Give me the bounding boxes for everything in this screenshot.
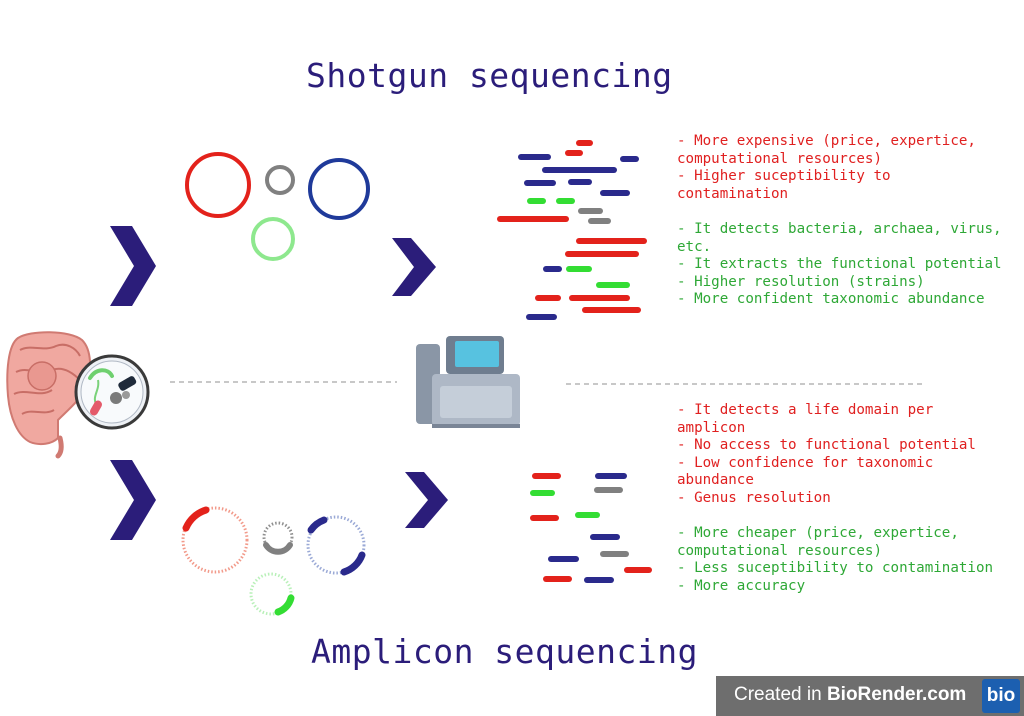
note-item: - Genus resolution (677, 489, 831, 506)
badge-text: Created in BioRender.com (734, 684, 966, 706)
note-item: - No access to functional potential (677, 437, 976, 454)
note-item: - Higher resolution (strains) (677, 273, 925, 290)
note-item: - More accuracy (677, 577, 806, 594)
note-item: - It detects bacteria, archaea, virus, e… (677, 220, 1002, 255)
amplicon-reads (530, 473, 652, 583)
note-item: - Low confidence for taxonomic abundance (677, 454, 934, 489)
amplicon-notes: - It detects a life domain per amplicon … (677, 402, 1007, 596)
badge-created-in: Created in (734, 684, 827, 705)
note-gap (677, 508, 1007, 526)
note-item: - It detects a life domain per amplicon (677, 402, 934, 436)
amplicon-title: Amplicon sequencing (311, 632, 698, 671)
note-item: - Less suceptibility to contamination (677, 560, 994, 577)
note-gap (677, 203, 1007, 221)
gut-icon (6, 331, 92, 459)
chevron-right-icon (392, 238, 436, 296)
biorender-logo-icon: bio (982, 679, 1020, 713)
sequencer-icon (416, 336, 520, 428)
amplicon-plasmids (181, 506, 366, 616)
petri-dish-icon (74, 354, 150, 430)
chevron-right-icon (110, 460, 156, 540)
note-item: - More cheaper (price, expertice, comput… (677, 525, 959, 559)
note-item: - More expensive (price, expertice, comp… (677, 133, 976, 167)
shotgun-genomes (185, 152, 370, 261)
shotgun-reads (497, 140, 647, 320)
chevron-right-icon (405, 472, 448, 528)
note-item: - More confident taxonomic abundance (677, 291, 985, 308)
shotgun-notes: - More expensive (price, expertice, comp… (677, 133, 1007, 309)
badge-brand: BioRender.com (826, 684, 967, 705)
note-item: - It extracts the functional potential (677, 256, 1002, 273)
note-item: - Higher suceptibility to contamination (677, 168, 891, 202)
chevron-right-icon (110, 226, 156, 306)
shotgun-title: Shotgun sequencing (306, 56, 673, 95)
biorender-badge[interactable]: Created in BioRender.com bio (716, 676, 1024, 716)
